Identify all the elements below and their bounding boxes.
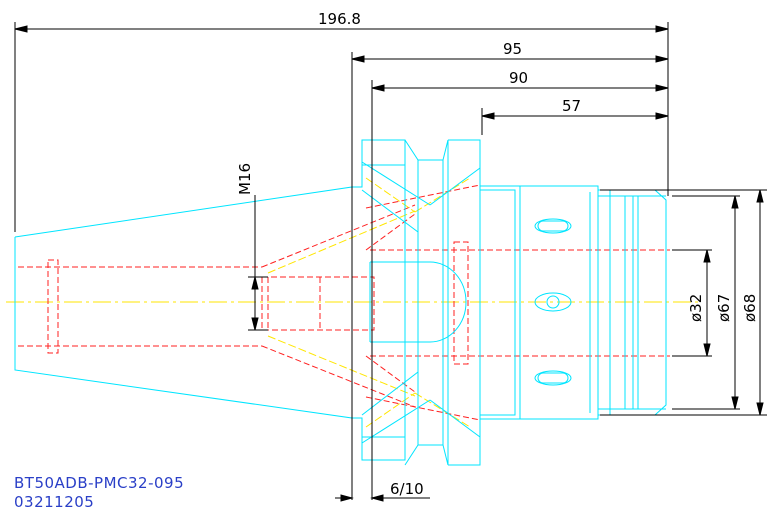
dim-flange-gap: 6/10 xyxy=(390,480,424,498)
dim-nose-length: 57 xyxy=(562,97,581,115)
dim-flange-length: 95 xyxy=(503,40,522,58)
part-outline xyxy=(14,139,667,466)
part-number-label: 03211205 xyxy=(14,493,95,511)
dim-nose-diameter: ø67 xyxy=(715,294,733,322)
dim-overall-length: 196.8 xyxy=(318,10,361,28)
dimension-lines xyxy=(14,22,767,502)
dim-thread: M16 xyxy=(236,163,254,195)
dim-bore-diameter: ø32 xyxy=(687,294,705,322)
dim-body-length: 90 xyxy=(509,69,528,87)
flange-centerlines xyxy=(267,177,471,428)
part-code-label: BT50ADB-PMC32-095 xyxy=(14,474,185,492)
dim-outer-diameter: ø68 xyxy=(741,294,759,322)
